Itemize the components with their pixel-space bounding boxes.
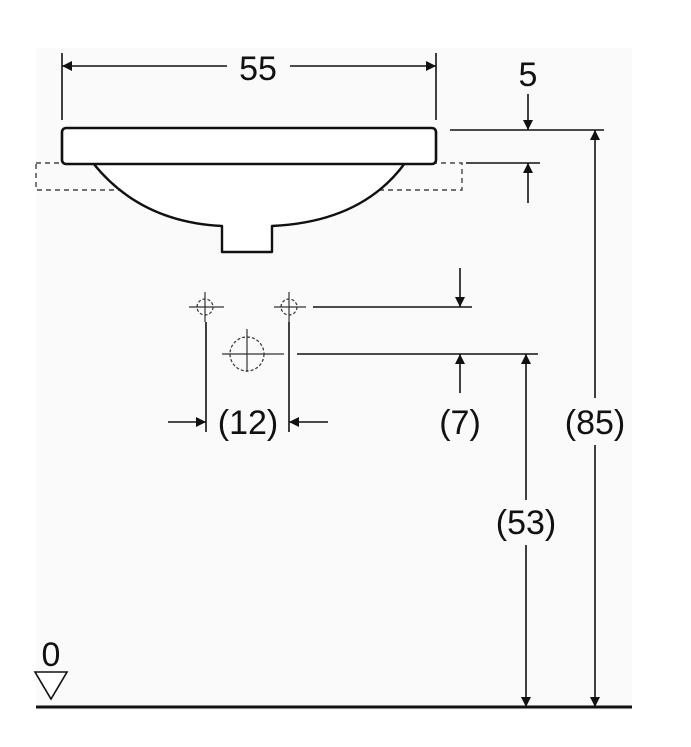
width-dimension (61, 53, 437, 120)
tap-spacing-dimension (168, 322, 328, 432)
rim-thickness-dimension (450, 94, 604, 203)
floor-level-label: 0 (42, 636, 61, 674)
basin-rim (60, 126, 438, 166)
tap-to-drain-dimension (297, 268, 538, 393)
tap-spacing-label: (12) (218, 404, 278, 442)
basin-bowl (92, 162, 406, 254)
tap-hole-left (189, 292, 224, 322)
width-label: 55 (239, 50, 277, 88)
drain-height-label: (53) (496, 504, 556, 542)
drain-hole (222, 329, 284, 372)
level-marker-icon (33, 671, 69, 701)
tap-to-drain-label: (7) (439, 404, 481, 442)
rim-thickness-label: 5 (519, 56, 538, 94)
tap-hole-right (274, 292, 306, 322)
total-height-label: (85) (565, 404, 625, 442)
